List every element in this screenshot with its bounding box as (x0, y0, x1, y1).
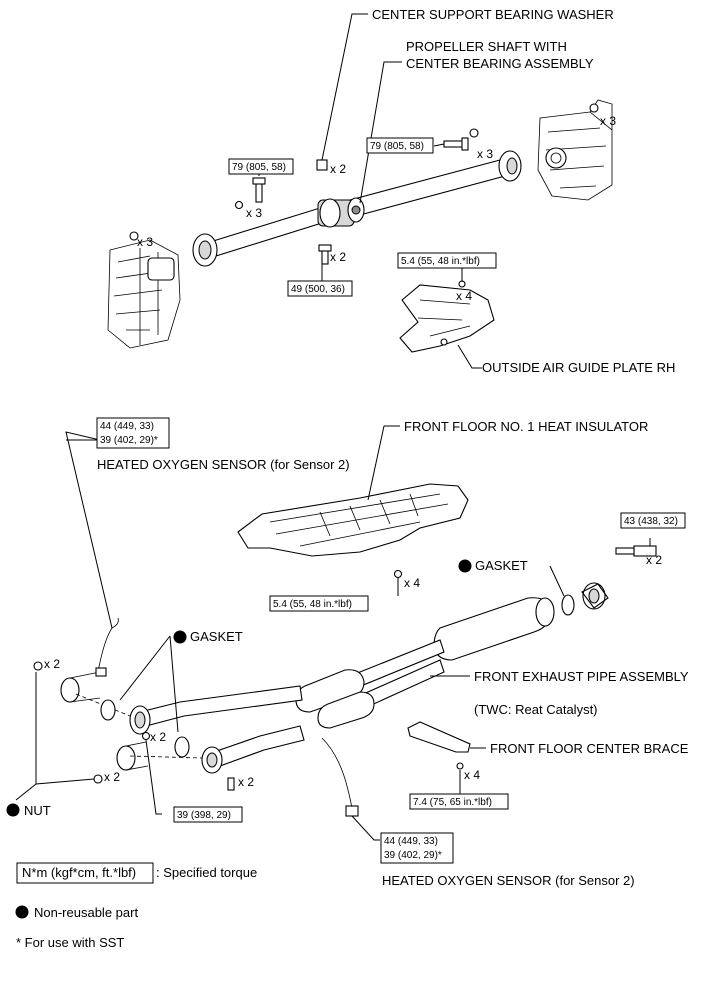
qty-insulator: x 4 (404, 576, 420, 590)
torque-44-bottom-line1: 44 (449, 33) (384, 836, 438, 847)
qty-brace: x 4 (464, 768, 480, 782)
torque-44-top-line1: 44 (449, 33) (100, 421, 154, 432)
label-heated-oxygen-sensor-top: HEATED OXYGEN SENSOR (for Sensor 2) (97, 457, 350, 472)
label-gasket-left: GASKET (190, 629, 243, 644)
qty-gasket-mid: x 2 (150, 730, 166, 744)
exhaust-manifolds (60, 671, 203, 771)
torque-54-guide: 5.4 (55, 48 in.*lbf) (401, 256, 480, 267)
torque-74: 7.4 (75, 65 in.*lbf) (413, 797, 492, 808)
torque-44-bottom-line2: 39 (402, 29)* (384, 850, 442, 861)
exhaust-fasteners (33, 545, 657, 791)
qty-nut-bottom: x 2 (104, 770, 120, 784)
non-reusable-marker-gasket-right (458, 559, 472, 573)
torque-79-right: 79 (805, 58) (370, 141, 424, 152)
non-reusable-marker-nut (6, 803, 20, 817)
legend-torque-box: N*m (kgf*cm, ft.*lbf) (22, 865, 136, 880)
qty-bearing-bolt: x 2 (330, 250, 346, 264)
label-front-floor-center-brace: FRONT FLOOR CENTER BRACE (490, 741, 689, 756)
legend-non-reusable: Non-reusable part (34, 905, 138, 920)
bolt-washer-nut-group (129, 103, 599, 265)
legend-sst-note: * For use with SST (16, 935, 124, 950)
qty-nut-top: x 2 (44, 657, 60, 671)
propeller-shaft (192, 150, 522, 267)
qty-rear-stud: x 2 (646, 553, 662, 567)
outside-air-guide-plate (399, 280, 495, 353)
label-front-exhaust-pipe: FRONT EXHAUST PIPE ASSEMBLY (474, 669, 689, 684)
torque-79-left: 79 (805, 58) (232, 162, 286, 173)
label-gasket-right: GASKET (475, 558, 528, 573)
label-heated-oxygen-sensor-bottom: HEATED OXYGEN SENSOR (for Sensor 2) (382, 873, 635, 888)
front-floor-heat-insulator (237, 483, 469, 557)
non-reusable-marker-gasket-left (173, 630, 187, 644)
qty-mid-bolt: x 3 (477, 147, 493, 161)
label-propeller-shaft-line1: PROPELLER SHAFT WITH (406, 39, 567, 54)
label-front-floor-heat-insulator: FRONT FLOOR NO. 1 HEAT INSULATOR (404, 419, 648, 434)
legend-torque-desc: : Specified torque (156, 865, 257, 880)
torque-43: 43 (438, 32) (624, 516, 678, 527)
qty-washer: x 2 (330, 162, 346, 176)
qty-guide-plate: x 4 (456, 289, 472, 303)
qty-rear-nut: x 3 (600, 114, 616, 128)
transmission-housing (107, 239, 181, 349)
torque-39: 39 (398, 29) (177, 810, 231, 821)
label-center-support-bearing-washer: CENTER SUPPORT BEARING WASHER (372, 7, 614, 22)
torque-49: 49 (500, 36) (291, 284, 345, 295)
differential-housing (537, 99, 613, 201)
gaskets (100, 594, 575, 758)
label-nut: NUT (24, 803, 51, 818)
torque-54-insulator: 5.4 (55, 48 in.*lbf) (273, 599, 352, 610)
front-exhaust-pipe-assembly (129, 582, 609, 774)
label-propeller-shaft-line2: CENTER BEARING ASSEMBLY (406, 56, 594, 71)
label-outside-air-guide-plate: OUTSIDE AIR GUIDE PLATE RH (482, 360, 675, 375)
label-twc-note: (TWC: Reat Catalyst) (474, 702, 598, 717)
qty-left-nut: x 3 (137, 235, 153, 249)
qty-bolt-39: x 2 (238, 775, 254, 789)
front-floor-center-brace (407, 721, 471, 753)
legend: N*m (kgf*cm, ft.*lbf) : Specified torque… (15, 862, 257, 950)
qty-left-bolt: x 3 (246, 206, 262, 220)
legend-non-reusable-marker (15, 905, 29, 919)
torque-44-top-line2: 39 (402, 29)* (100, 435, 158, 446)
